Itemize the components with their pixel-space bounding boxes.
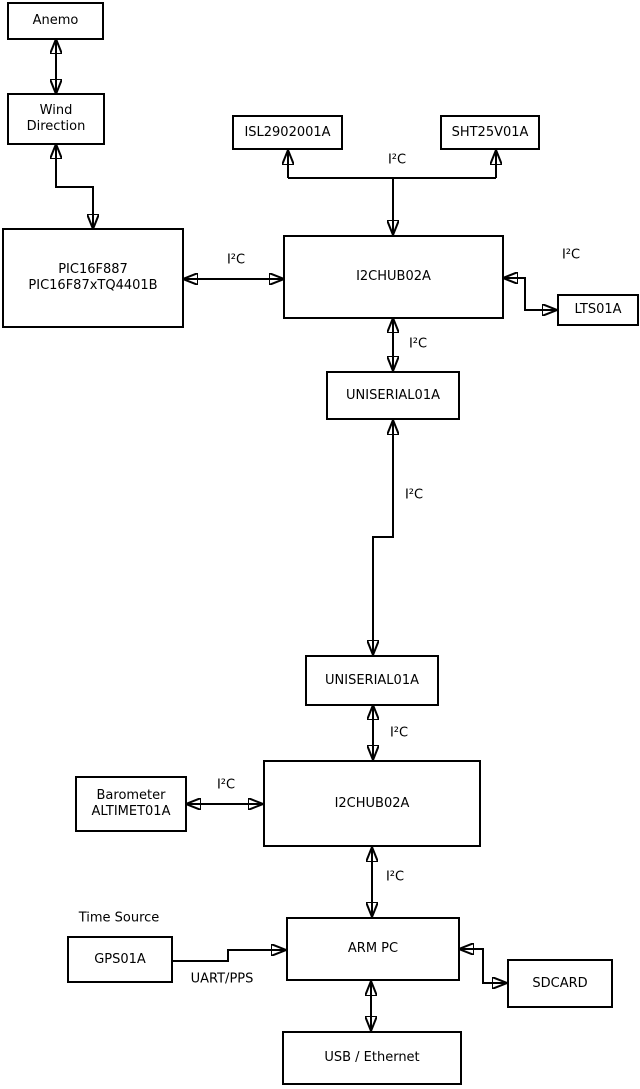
- node-uniserial-bottom: UNISERIAL01A: [305, 655, 439, 706]
- edge-gps-armpc: [173, 950, 285, 962]
- node-barometer-line1: Barometer: [96, 788, 166, 803]
- node-uniserial-top-label: UNISERIAL01A: [346, 387, 440, 403]
- node-i2chub-bottom: I2CHUB02A: [263, 760, 481, 847]
- label-i2c-hub2-armpc: I²C: [385, 869, 405, 885]
- node-sht25v01a-label: SHT25V01A: [451, 124, 529, 140]
- label-time-source: Time Source: [78, 910, 160, 926]
- node-gps01a: GPS01A: [67, 936, 173, 983]
- node-pic: PIC16F887 PIC16F87xTQ4401B: [2, 228, 184, 328]
- node-i2chub-bottom-label: I2CHUB02A: [334, 795, 410, 811]
- node-wind-direction-line2: Direction: [26, 119, 86, 134]
- node-gps01a-label: GPS01A: [94, 951, 146, 967]
- label-i2c-hub-uniserial: I²C: [408, 336, 428, 352]
- edge-uniserial-uniserial: [373, 421, 393, 654]
- label-uart-pps: UART/PPS: [190, 971, 254, 987]
- node-anemo-label: Anemo: [32, 13, 79, 28]
- node-isl2902001a: ISL2902001A: [232, 115, 343, 150]
- node-arm-pc: ARM PC: [286, 917, 460, 981]
- edge-i2chub-lts: [504, 278, 556, 310]
- node-arm-pc-label: ARM PC: [347, 941, 399, 956]
- node-barometer-line2: ALTIMET01A: [91, 804, 171, 819]
- label-i2c-bus-top: I²C: [387, 152, 407, 168]
- node-wind-direction-line1: Wind: [39, 103, 73, 118]
- node-i2chub-top-label: I2CHUB02A: [356, 269, 431, 284]
- edge-wind-pic: [56, 145, 93, 228]
- node-wind-direction: Wind Direction: [7, 93, 105, 145]
- node-sdcard-label: SDCARD: [532, 975, 588, 991]
- node-anemo: Anemo: [7, 2, 104, 40]
- label-i2c-long-link: I²C: [404, 487, 424, 503]
- label-i2c-lts: I²C: [561, 247, 581, 263]
- node-isl2902001a-label: ISL2902001A: [244, 124, 331, 140]
- node-lts01a: LTS01A: [557, 294, 639, 326]
- node-lts01a-label: LTS01A: [574, 302, 622, 317]
- node-usb-ethernet: USB / Ethernet: [282, 1031, 462, 1085]
- node-sdcard: SDCARD: [507, 959, 613, 1008]
- label-i2c-uniserial-hub2: I²C: [389, 725, 409, 741]
- label-i2c-barometer: I²C: [216, 777, 236, 793]
- node-i2chub-top: I2CHUB02A: [283, 235, 504, 319]
- edge-armpc-sdcard: [460, 949, 506, 983]
- node-uniserial-bottom-label: UNISERIAL01A: [325, 672, 419, 688]
- label-i2c-pic-hub: I²C: [226, 252, 246, 268]
- node-barometer: Barometer ALTIMET01A: [75, 776, 187, 832]
- node-pic-line2: PIC16F87xTQ4401B: [28, 278, 158, 293]
- node-usb-ethernet-label: USB / Ethernet: [324, 1050, 420, 1065]
- node-sht25v01a: SHT25V01A: [440, 115, 540, 150]
- node-uniserial-top: UNISERIAL01A: [326, 371, 460, 420]
- node-pic-line1: PIC16F887: [58, 262, 128, 277]
